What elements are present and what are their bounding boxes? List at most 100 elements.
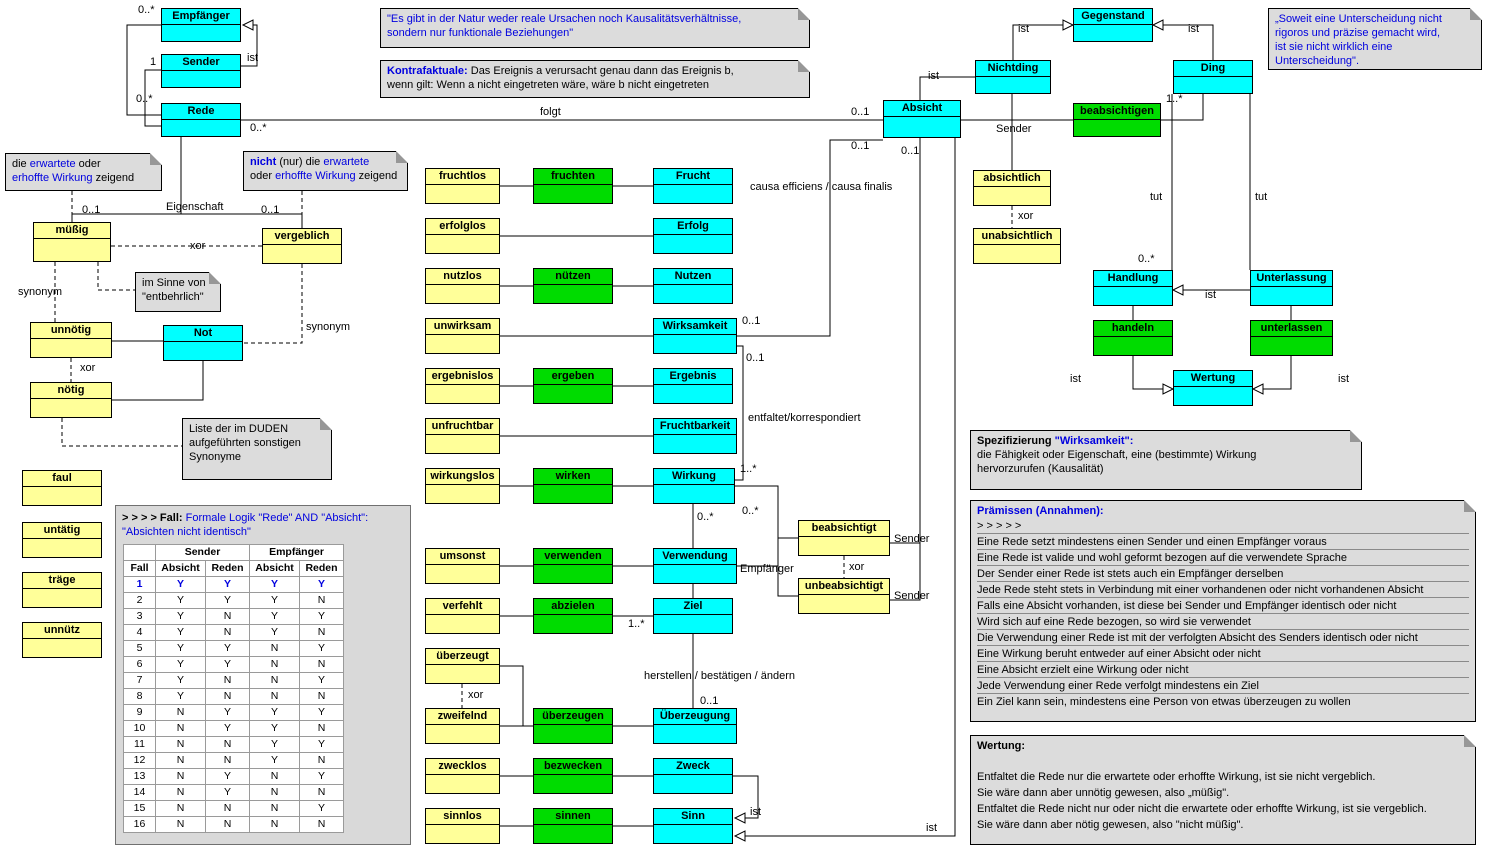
class-name-beabsichtigt: beabsichtigt (799, 521, 889, 537)
folded-corner-icon (798, 60, 810, 72)
truth-table-cell: N (155, 768, 206, 785)
class-name-verwendung: Verwendung (654, 549, 736, 565)
edge-label-44: ist (926, 822, 937, 834)
folded-corner-icon (150, 153, 162, 165)
truth-table-cell: Y (205, 576, 250, 593)
class-box-fruchtbarkeit: Fruchtbarkeit (653, 418, 737, 454)
edge-label-2: ist (247, 52, 258, 64)
truth-table-cell: Y (249, 608, 300, 625)
edge-label-33: 0..* (742, 505, 759, 517)
text-run: sondern nur funktionale Beziehungen" (387, 27, 574, 39)
class-box-abzielen: abzielen (533, 598, 613, 634)
premise-row-0: > > > > > (977, 518, 1469, 534)
edge-label-36: Sender (894, 533, 930, 545)
text-run: > > > > Fall: (122, 512, 183, 524)
folded-corner-icon (1470, 8, 1482, 20)
class-box-nuetzen: nützen (533, 268, 613, 304)
text-run: die Fähigkeit oder Eigenschaft, eine (be… (977, 449, 1257, 461)
class-name-nutzlos: nutzlos (426, 269, 499, 285)
edge-label-14: xor (80, 362, 96, 374)
class-name-wirksamkeit: Wirksamkeit (654, 319, 736, 335)
class-name-sinnen: sinnen (534, 809, 612, 825)
edge-label-8: 0..1 (901, 145, 920, 157)
class-box-fruchten: fruchten (533, 168, 613, 204)
edge-label-32: 1..* (740, 463, 757, 475)
class-box-absichtlich: absichtlich (973, 170, 1051, 206)
truth-table-cell: Y (205, 704, 250, 721)
truth-table-cell: N (155, 720, 206, 737)
edge-label-3: 0..* (136, 93, 153, 105)
class-name-traege: träge (23, 573, 101, 589)
class-name-ueberzeugen: überzeugen (534, 709, 612, 725)
class-name-sinn: Sinn (654, 809, 732, 825)
class-box-wirkungslos: wirkungslos (425, 468, 500, 504)
truth-table-cell: Y (299, 768, 344, 785)
truth-table-cell: Y (155, 624, 206, 641)
truth-table-cell: N (155, 752, 206, 769)
folded-corner-icon (396, 151, 408, 163)
connector-10 (112, 361, 204, 401)
class-name-handeln: handeln (1094, 321, 1172, 337)
class-name-wirkung: Wirkung (654, 469, 734, 485)
connector-0 (126, 24, 161, 116)
class-name-beabsichtigen: beabsichtigen (1074, 104, 1160, 120)
class-name-absichtlich: absichtlich (974, 171, 1050, 187)
note-text-wertung: Wertung: (977, 739, 1469, 753)
truth-table-cell: N (205, 736, 250, 753)
truth-table-cell: N (155, 784, 206, 801)
text-run: erhoffte Wirkung (275, 170, 356, 182)
edge-label-34: 0..* (697, 511, 714, 523)
edge-label-28: ist (1338, 373, 1349, 385)
note-praemissen: Prämissen (Annahmen):> > > > >Eine Rede … (970, 500, 1476, 722)
edge-label-25: 0..* (1138, 253, 1155, 265)
truth-table-cell: N (249, 688, 300, 705)
text-run: erwartete (29, 158, 76, 170)
class-name-gegenstand: Gegenstand (1074, 9, 1152, 25)
truth-table-group-header-0 (123, 544, 156, 561)
truth-table-cell: Y (249, 736, 300, 753)
class-name-muessig: müßig (34, 223, 110, 239)
note-content-nature-quote: "Es gibt in der Natur weder reale Ursach… (381, 9, 809, 43)
class-box-unterlassung: Unterlassung (1250, 270, 1333, 306)
truth-table-cell: 5 (123, 640, 156, 657)
class-box-bezwecken: bezwecken (533, 758, 613, 794)
note-content-kontrafaktuale: Kontrafaktuale: Das Ereignis a verursach… (381, 61, 809, 95)
generalization-arrowhead-icon (733, 812, 746, 824)
class-name-ueberzeugt: überzeugt (426, 649, 499, 665)
class-box-zweck: Zweck (653, 758, 733, 794)
truth-table-cell: Y (249, 704, 300, 721)
class-box-not: Not (163, 325, 243, 361)
class-box-unwirksam: unwirksam (425, 318, 500, 354)
class-name-not: Not (164, 326, 242, 342)
truth-table-cell: N (249, 800, 300, 817)
truth-table-cell: Y (249, 624, 300, 641)
note-content-entbehrlich: im Sinne von"entbehrlich" (136, 273, 220, 307)
class-box-ergebnislos: ergebnislos (425, 368, 500, 404)
truth-table-cell: N (299, 656, 344, 673)
connector-5 (181, 213, 303, 228)
edge-label-9: Eigenschaft (166, 201, 224, 213)
class-name-unterlassung: Unterlassung (1251, 271, 1332, 287)
edge-label-15: synonym (306, 321, 351, 333)
truth-table-cell: 3 (123, 608, 156, 625)
class-box-sender: Sender (161, 54, 241, 88)
edge-label-26: ist (1205, 289, 1216, 301)
text-run: zeigend (92, 172, 135, 184)
class-box-fruchtlos: fruchtlos (425, 168, 500, 204)
connector-50 (1153, 24, 1214, 60)
edge-label-29: 0..1 (742, 315, 761, 327)
text-run: im Sinne von (142, 277, 206, 289)
folded-corner-icon (209, 272, 221, 284)
note-kontrafaktuale: Kontrafaktuale: Das Ereignis a verursach… (380, 60, 810, 98)
